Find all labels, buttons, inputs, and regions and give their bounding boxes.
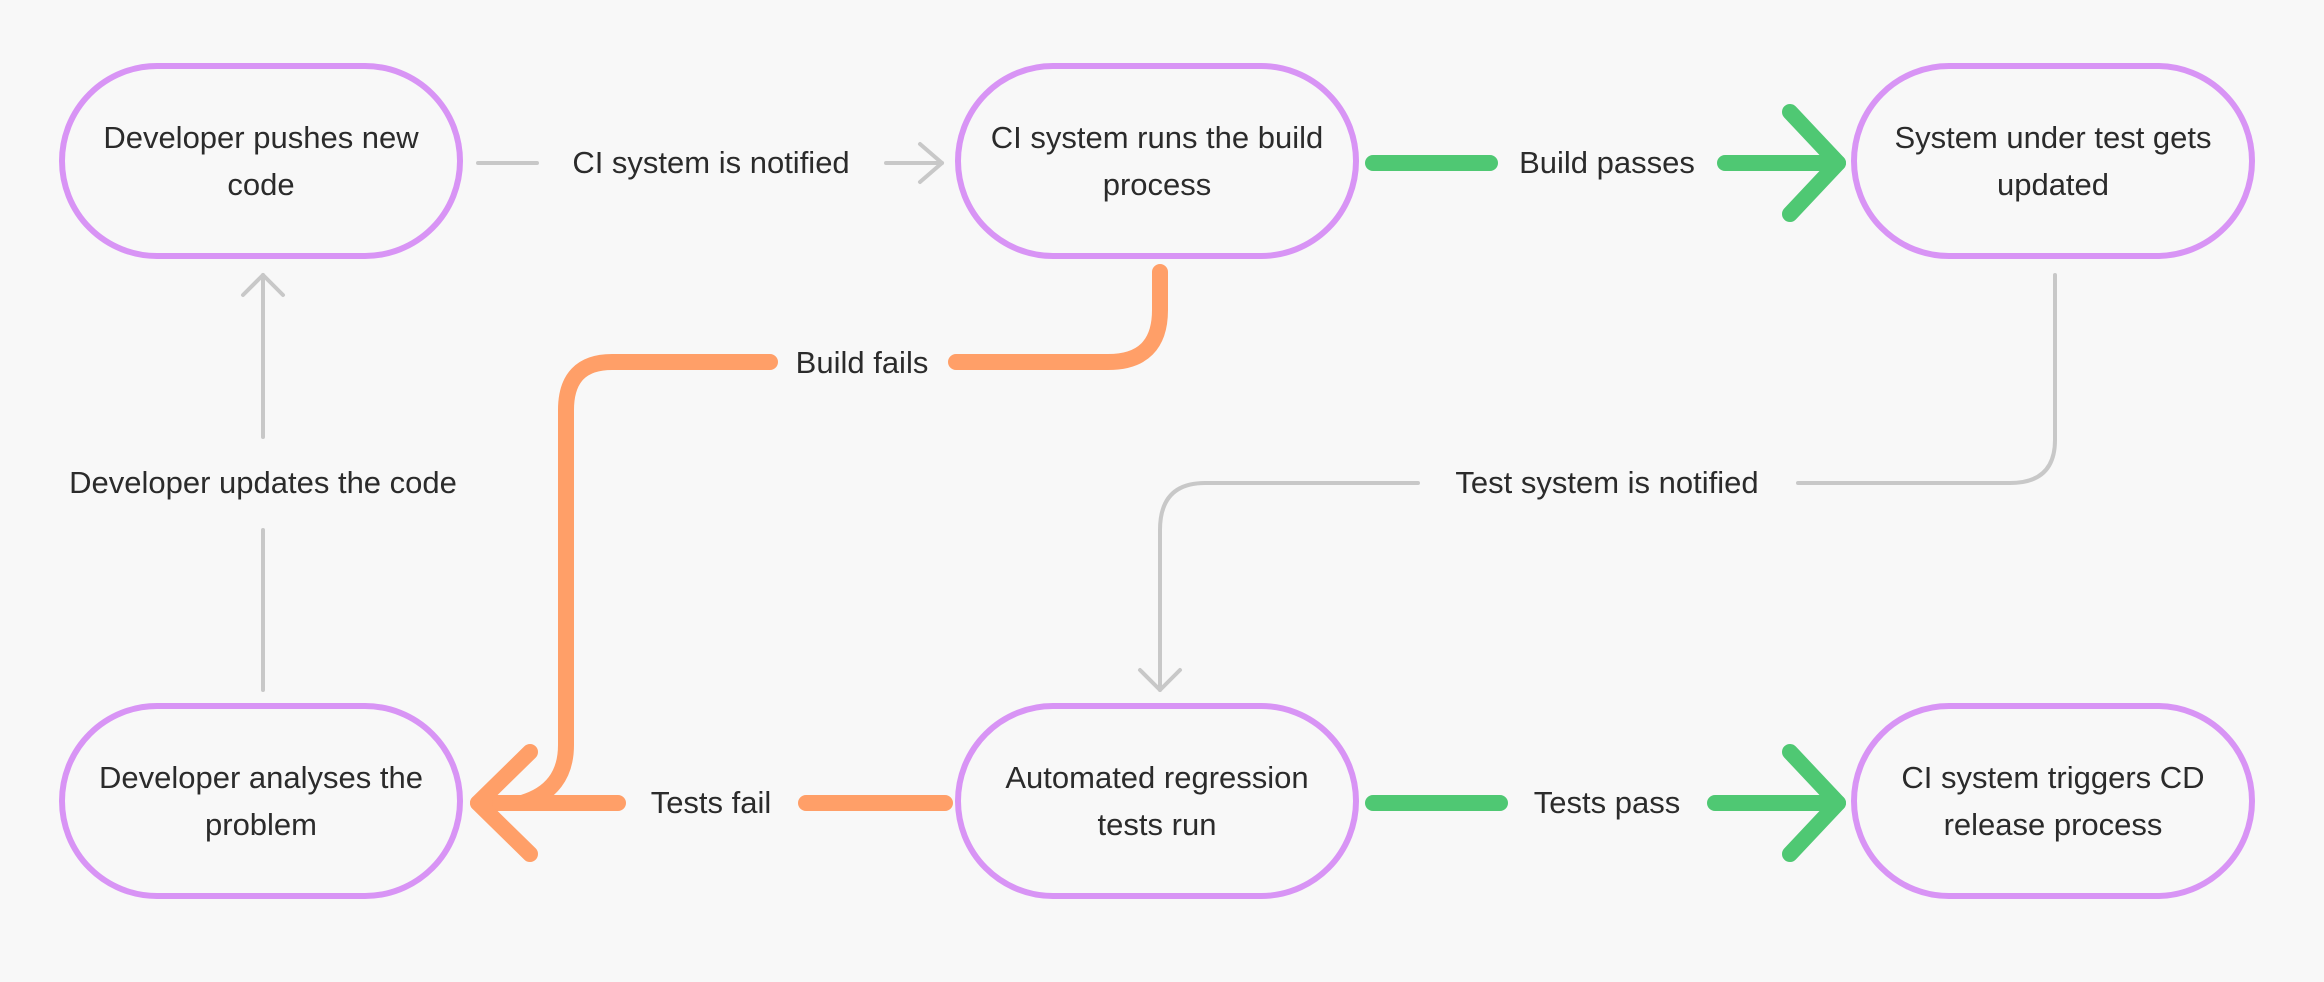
arrowhead-icon [1782,104,1846,222]
node-label: CI system runs the build process [990,120,1324,202]
node-ci-triggers-cd: CI system triggers CD release process [1851,703,2255,899]
node-label: Developer pushes new code [103,120,419,202]
node-label: CI system triggers CD release process [1901,760,2205,842]
node-label: System under test gets updated [1894,120,2212,202]
node-regression-tests: Automated regression tests run [955,703,1359,899]
edge-build-passes [1365,104,1846,222]
edge-label-build-passes: Build passes [1519,145,1695,180]
edge-label-ci-notified: CI system is notified [572,145,850,180]
node-ci-runs-build: CI system runs the build process [955,63,1359,259]
node-developer-pushes: Developer pushes new code [59,63,463,259]
edge-label-tests-fail: Tests fail [650,785,772,820]
edge-label-test-system-notified: Test system is notified [1455,465,1759,500]
edge-developer-updates [241,273,285,692]
node-label: Automated regression tests run [1005,760,1309,842]
edge-label-build-fails: Build fails [795,345,929,380]
edge-label-tests-pass: Tests pass [1533,785,1681,820]
node-developer-analyses: Developer analyses the problem [59,703,463,899]
edge-tests-pass [1365,744,1846,862]
arrowhead-icon [241,273,285,297]
edge-ci-notified [476,142,944,184]
node-system-updated: System under test gets updated [1851,63,2255,259]
arrowhead-icon [1138,668,1182,692]
edge-test-system-notified [1138,273,2057,692]
node-label: Developer analyses the problem [99,760,423,842]
arrowhead-icon [470,744,538,862]
arrowhead-icon [1782,744,1846,862]
edge-build-fails [470,264,1168,862]
edge-label-developer-updates: Developer updates the code [69,465,457,500]
arrowhead-icon [918,142,944,184]
